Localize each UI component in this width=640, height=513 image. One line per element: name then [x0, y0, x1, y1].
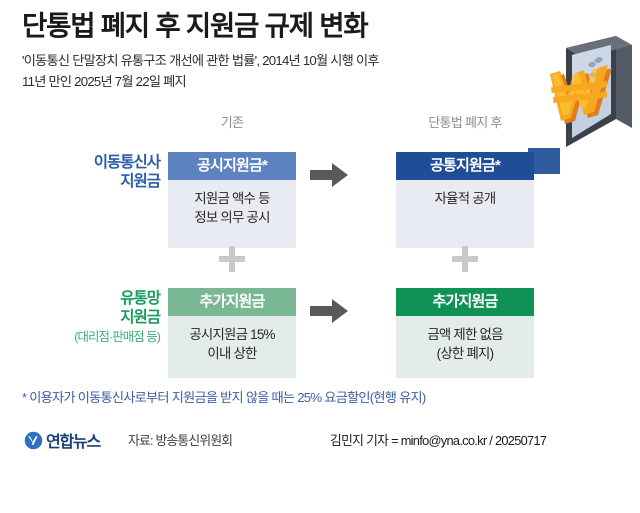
box-before-distribution-head: 추가지원금: [168, 288, 296, 316]
plus-icon-before: [219, 246, 245, 272]
subtitle-line-1: '이동통신 단말장치 유통구조 개선에 관한 법률', 2014년 10월 시행…: [22, 53, 380, 69]
box-before-carrier: 공시지원금* 지원금 액수 등 정보 의무 공시: [168, 152, 296, 248]
box-after-carrier-body: 자율적 공개: [396, 180, 534, 248]
box-after-distribution: 추가지원금 금액 제한 없음 (상한 폐지): [396, 288, 534, 378]
yonhap-news-logo-text: 연합뉴스: [46, 434, 101, 451]
yonhap-news-logo: 연합뉴스: [24, 428, 101, 452]
smartphone-3d-icon: [528, 18, 640, 168]
box-after-carrier-body-line1: 자율적 공개: [434, 191, 497, 206]
column-headers: 기존 단통법 폐지 후: [0, 112, 640, 134]
page-subtitle: '이동통신 단말장치 유통구조 개선에 관한 법률', 2014년 10월 시행…: [22, 51, 522, 91]
row-label-carrier-line1: 이동통신사: [93, 154, 161, 171]
plus-icon-after: [452, 246, 478, 272]
right-arrow-icon-distribution: [310, 298, 350, 324]
row-label-distribution-line2: 지원금: [120, 308, 161, 326]
box-after-distribution-body-line1: 금액 제한 없음: [427, 327, 503, 342]
column-header-before: 기존: [220, 115, 244, 130]
box-after-distribution-body: 금액 제한 없음 (상한 폐지): [396, 316, 534, 378]
header-block: 단통법 폐지 후 지원금 규제 변화 '이동통신 단말장치 유통구조 개선에 관…: [22, 10, 522, 92]
right-arrow-icon-carrier: [310, 162, 350, 188]
footer: 연합뉴스 자료: 방송통신위원회 김민지 기자 = minfo@yna.co.k…: [0, 428, 640, 456]
box-before-carrier-body: 지원금 액수 등 정보 의무 공시: [168, 180, 296, 248]
box-after-carrier-head: 공통지원금*: [396, 152, 534, 180]
box-before-carrier-body-line1: 지원금 액수 등: [194, 191, 270, 206]
row-label-distribution-line1: 유통망: [120, 290, 161, 307]
box-after-distribution-head: 추가지원금: [396, 288, 534, 316]
row-label-distribution-sub: (대리점·판매점 등): [74, 329, 161, 344]
box-after-distribution-body-line2: (상한 폐지): [436, 346, 494, 362]
box-before-distribution-body: 공시지원금 15% 이내 상한: [168, 316, 296, 378]
box-before-distribution: 추가지원금 공시지원금 15% 이내 상한: [168, 288, 296, 378]
footnote: * 이용자가 이동통신사로부터 지원금을 받지 않을 때는 25% 요금할인(현…: [22, 390, 426, 405]
row-distribution-subsidy: 유통망 지원금 (대리점·판매점 등) 추가지원금 공시지원금 15% 이내 상…: [0, 252, 640, 378]
box-after-carrier: 공통지원금* 자율적 공개: [396, 152, 534, 248]
subtitle-line-2: 11년 만인 2025년 7월 22일 폐지: [22, 73, 187, 89]
reporter-credit: 김민지 기자 = minfo@yna.co.kr / 20250717: [330, 433, 547, 448]
row-label-carrier: 이동통신사 지원금: [12, 154, 161, 192]
korean-won-burst-icon: [550, 65, 612, 124]
column-header-after: 단통법 폐지 후: [428, 115, 502, 130]
row-label-distribution: 유통망 지원금 (대리점·판매점 등): [4, 290, 161, 345]
yonhap-news-logo-icon: [24, 431, 43, 449]
box-before-carrier-body-line2: 정보 의무 공시: [194, 210, 270, 226]
box-before-distribution-body-line2: 이내 상한: [207, 346, 257, 362]
source-label: 자료: 방송통신위원회: [128, 433, 233, 448]
row-carrier-subsidy: 이동통신사 지원금 공시지원금* 지원금 액수 등 정보 의무 공시 공통지원금…: [0, 134, 640, 252]
box-before-distribution-body-line1: 공시지원금 15%: [189, 327, 275, 342]
row-label-carrier-line2: 지원금: [120, 172, 161, 190]
comparison-grid: 기존 단통법 폐지 후 이동통신사 지원금 공시지원금* 지원금 액수 등 정보…: [0, 112, 640, 378]
page-title: 단통법 폐지 후 지원금 규제 변화: [22, 10, 369, 41]
box-before-carrier-head: 공시지원금*: [168, 152, 296, 180]
